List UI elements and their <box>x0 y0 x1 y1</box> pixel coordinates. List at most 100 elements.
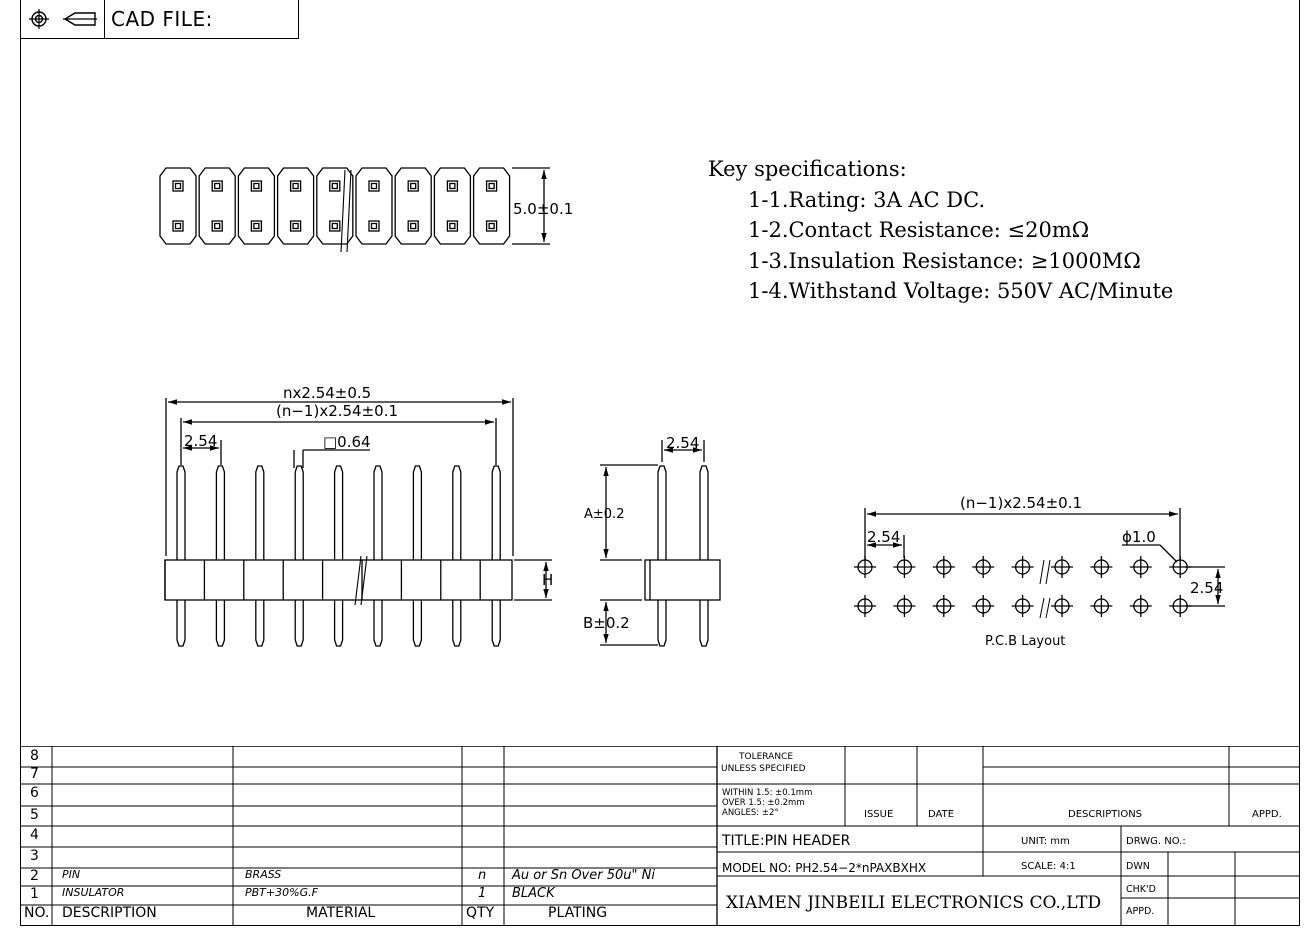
spec-item-contact-resistance: 1-2.Contact Resistance: ≤20mΩ <box>748 218 1090 242</box>
top-housing-cell <box>159 167 197 245</box>
issue-header: ISSUE <box>864 809 894 820</box>
header-no: NO. <box>24 905 50 921</box>
tolerance-label: TOLERANCE <box>739 752 794 762</box>
row-1-material: PBT+30%G.F <box>245 886 318 899</box>
spec-item-withstand-voltage: 1-4.Withstand Voltage: 550V AC/Minute <box>748 279 1174 303</box>
front-pin-upper <box>452 465 462 560</box>
drawing-title: TITLE:PIN HEADER <box>722 833 851 849</box>
row-2-no: 2 <box>30 868 39 884</box>
top-view <box>159 167 550 253</box>
top-pin-square <box>250 220 263 232</box>
side-pin-upper <box>699 465 709 560</box>
front-pin-upper <box>215 465 226 560</box>
top-pin-inner <box>370 182 378 190</box>
cad-file-label: CAD FILE: <box>111 7 213 31</box>
hole-diameter-dimension: ϕ1.0 <box>1122 528 1156 546</box>
top-housing-cell <box>198 167 236 245</box>
scale-label: SCALE: 4:1 <box>1021 861 1076 872</box>
approved-by-label: APPD. <box>1126 906 1155 917</box>
top-pin-inner <box>292 182 299 190</box>
top-pin-square <box>172 180 184 192</box>
title-block <box>20 746 1300 926</box>
front-pin-upper <box>176 465 186 560</box>
top-pin-square <box>368 220 380 232</box>
side-pin-lower <box>699 600 709 647</box>
top-pin-square <box>485 180 498 192</box>
tolerance-over: OVER 1.5: ±0.2mm <box>722 798 805 808</box>
tolerance-angles: ANGLES: ±2° <box>722 808 779 818</box>
front-pin-lower <box>412 600 423 647</box>
tolerance-unless-label: UNLESS SPECIFIED <box>721 764 806 774</box>
top-pin-inner <box>370 222 378 230</box>
appd-header: APPD. <box>1252 809 1282 820</box>
front-pin-lower <box>294 600 304 647</box>
front-pin-upper <box>255 465 265 560</box>
top-pin-inner <box>410 222 417 230</box>
model-number: MODEL NO: PH2.54−2*nPAXBXHX <box>722 861 927 875</box>
front-view <box>164 398 552 647</box>
top-pin-inner <box>410 182 417 190</box>
row-2-plating: Au or Sn Over 50u" Ni <box>512 868 655 883</box>
row-1-plating: BLACK <box>512 886 555 901</box>
top-pin-inner <box>253 182 260 190</box>
top-pin-inner <box>214 182 221 190</box>
top-pin-inner <box>449 222 456 230</box>
top-housing-cell <box>433 167 472 245</box>
top-pin-square <box>329 180 341 192</box>
key-specifications: Key specifications: 1-1.Rating: 3A AC DC… <box>708 154 1173 307</box>
pitch-dimension: 2.54 <box>184 432 217 450</box>
top-pin-square <box>250 180 263 192</box>
drawn-by-label: DWN <box>1126 861 1150 872</box>
a-dimension: A±0.2 <box>584 507 624 522</box>
top-pin-square <box>172 220 184 232</box>
projection-cone-icon <box>62 12 97 26</box>
spec-title: Key specifications: <box>708 157 907 181</box>
top-pin-inner <box>214 222 221 230</box>
front-pin-upper <box>412 465 423 560</box>
front-pin-upper <box>373 465 383 560</box>
front-pin-upper <box>294 465 304 560</box>
top-housing-cell <box>472 167 511 245</box>
front-pin-lower <box>491 600 501 647</box>
top-pin-square <box>211 180 223 192</box>
top-pin-square <box>211 220 223 232</box>
row-4-no: 4 <box>30 827 39 843</box>
row-1-qty: 1 <box>478 886 487 901</box>
row-3-no: 3 <box>30 848 39 864</box>
front-pin-lower <box>176 600 186 647</box>
side-pin-upper <box>657 465 667 560</box>
front-pin-upper <box>491 465 501 560</box>
side-view <box>600 440 721 647</box>
top-housing-cell <box>355 167 393 245</box>
header-qty: QTY <box>466 905 495 921</box>
top-housing-cell <box>394 167 432 245</box>
date-header: DATE <box>928 809 955 820</box>
top-pin-inner <box>292 222 299 230</box>
projection-symbols <box>21 0 105 38</box>
row-6-no: 6 <box>30 785 39 801</box>
top-pin-inner <box>449 182 456 190</box>
front-pin-lower <box>373 600 383 647</box>
row-2-material: BRASS <box>245 868 282 881</box>
technical-drawing: 5.0±0.1 nx2.54±0.5 (n−1)x2.54±0.1 2.54 □… <box>159 167 1225 649</box>
top-pin-inner <box>331 182 338 190</box>
unit-label: UNIT: mm <box>1021 836 1070 847</box>
header-plating: PLATING <box>548 905 608 921</box>
side-pitch-dimension: 2.54 <box>666 434 699 452</box>
top-pin-square <box>407 180 419 192</box>
row-1-no: 1 <box>30 886 39 902</box>
row-5-no: 5 <box>30 807 39 823</box>
top-pin-inner <box>331 222 338 230</box>
header-description: DESCRIPTION <box>62 905 157 921</box>
top-housing-cell <box>316 167 354 245</box>
top-pin-square <box>329 220 341 232</box>
top-pin-square <box>446 180 459 192</box>
top-housing-cell <box>276 167 315 245</box>
company-name: XIAMEN JINBEILI ELECTRONICS CO.,LTD <box>726 893 1102 913</box>
pin-size-dimension: □0.64 <box>323 433 371 451</box>
front-pin-lower <box>215 600 226 647</box>
top-pin-square <box>407 220 419 232</box>
top-pin-square <box>485 220 498 232</box>
pcb-caption: P.C.B Layout <box>985 634 1065 649</box>
top-pin-inner <box>488 222 495 230</box>
